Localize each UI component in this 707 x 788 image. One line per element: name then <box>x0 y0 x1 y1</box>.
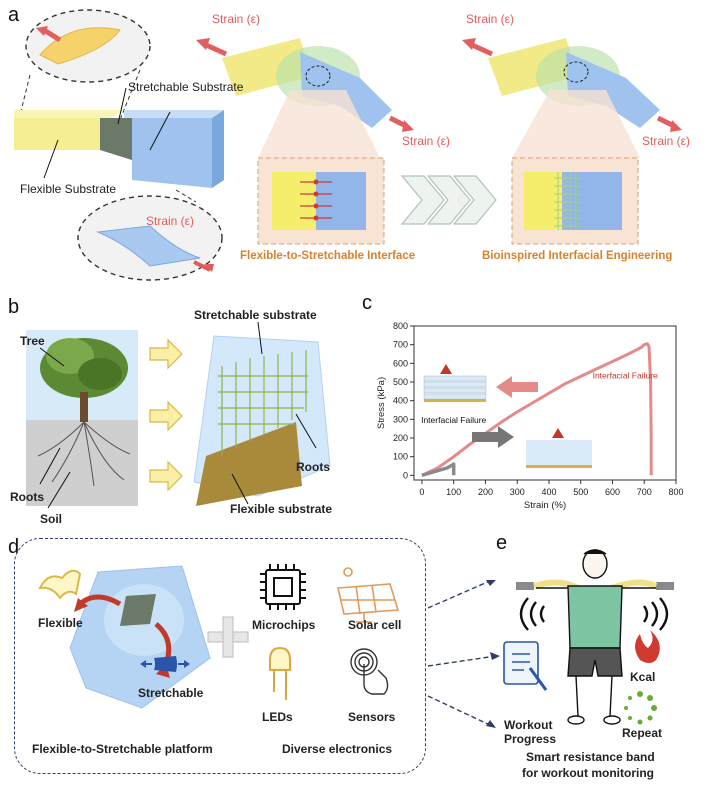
flexible-substrate-label-b: Flexible substrate <box>230 502 333 516</box>
series-line-2 <box>421 462 456 477</box>
sample-base <box>424 399 486 402</box>
y-tick-label: 200 <box>393 433 408 443</box>
sensors-label: Sensors <box>348 710 396 724</box>
x-tick-label: 600 <box>605 487 620 497</box>
chevron-arrows-icon <box>400 175 497 225</box>
repeat-icon <box>624 691 657 725</box>
annotation-1: Interfacial Failure <box>593 370 658 380</box>
stretchable-substrate-label: Stretchable Substrate <box>128 80 244 94</box>
sensor-icon <box>350 648 389 695</box>
panel-label-d: d <box>8 536 20 558</box>
diverse-electronics-label: Diverse electronics <box>282 742 393 756</box>
caption-line-2: for workout monitoring <box>522 766 654 780</box>
panel-b-illustration <box>26 321 331 509</box>
interface-right-caption: Bioinspired Interfacial Engineering <box>482 250 673 262</box>
stretchable-substrate-label-b: Stretchable substrate <box>194 308 317 322</box>
leds-label: LEDs <box>262 710 293 724</box>
strain-label-mid-top: Strain (ε) <box>212 12 261 26</box>
strain-label-right-top: Strain (ε) <box>466 12 515 26</box>
arrow-icons <box>149 338 183 492</box>
workout-progress-label-2: Progress <box>504 732 557 746</box>
tree-label: Tree <box>20 334 45 348</box>
panel-label-a: a <box>8 4 20 26</box>
roots-icon <box>37 421 131 487</box>
y-axis-label: Stress (kPa) <box>376 377 387 429</box>
bonded-sample-icon <box>423 375 487 400</box>
solar-cell-label: Solar cell <box>348 618 402 632</box>
x-tick-label: 700 <box>637 487 652 497</box>
plus-icon <box>207 616 249 658</box>
x-tick-label: 300 <box>510 487 525 497</box>
x-tick-label: 0 <box>419 487 424 497</box>
stretchable-label: Stretchable <box>138 686 204 700</box>
tree-icon <box>40 338 128 422</box>
y-tick-label: 0 <box>403 470 408 480</box>
clipboard-icon <box>503 641 548 691</box>
panel-label-c: c <box>362 292 372 314</box>
soil-background <box>26 420 138 506</box>
detached-sample-icon <box>526 440 592 468</box>
detached-force-arrow-icon <box>552 428 564 438</box>
force-arrow-icon <box>440 364 452 374</box>
workout-progress-label-1: Workout <box>504 718 553 732</box>
annotation-2: Interfacial Failure <box>421 415 486 425</box>
y-tick-label: 500 <box>393 377 408 387</box>
x-tick-label: 500 <box>573 487 588 497</box>
roots-left-label: Roots <box>10 490 44 504</box>
strain-label-bottom: Strain (ε) <box>146 214 195 228</box>
stretchable-substrate-block <box>132 118 212 188</box>
y-tick-label: 300 <box>393 414 408 424</box>
panel-d-frame <box>14 538 426 774</box>
roots-right-label: Roots <box>296 460 330 474</box>
x-tick-label: 400 <box>541 487 556 497</box>
detached-base <box>526 465 592 468</box>
x-axis-label: Strain (%) <box>524 500 566 511</box>
right-arrow-icon <box>472 426 514 448</box>
x-tick-label: 100 <box>446 487 461 497</box>
solar-cell-icon <box>337 567 400 623</box>
flexible-substrate-sheet <box>196 422 302 506</box>
kcal-label: Kcal <box>630 670 656 684</box>
interface-block <box>100 118 132 160</box>
person-icon <box>536 549 656 725</box>
connector-arrows <box>427 579 500 728</box>
led-icon <box>269 646 291 700</box>
stress-strain-chart: 0 100 200 300 400 500 600 700 800 0 100 200 300 400 50… <box>376 321 684 511</box>
plot-frame <box>413 325 677 481</box>
flexible-substrate-label: Flexible Substrate <box>20 182 117 196</box>
flexible-shape-icon <box>38 569 82 600</box>
microchip-icon <box>260 564 306 610</box>
y-tick-label: 100 <box>393 452 408 462</box>
signal-waves-icon <box>519 597 669 631</box>
caption-line-1: Smart resistance band <box>526 750 655 764</box>
microchips-label: Microchips <box>252 618 316 632</box>
root-mesh-icon <box>554 172 582 230</box>
soil-label: Soil <box>40 512 63 526</box>
panel-e-illustration <box>503 549 674 725</box>
platform-label: Flexible-to-Stretchable platform <box>32 742 213 756</box>
root-fibers-icon <box>218 350 308 456</box>
y-tick-label: 700 <box>393 340 408 350</box>
y-tick-label: 600 <box>393 358 408 368</box>
interface-left-caption: Flexible-to-Stretchable Interface <box>240 250 416 262</box>
strain-arrows-icon <box>300 179 332 221</box>
strain-label-mid-bottom: Strain (ε) <box>402 134 451 148</box>
flexible-label: Flexible <box>38 616 83 630</box>
panel-a-illustration <box>14 9 682 281</box>
flame-icon <box>635 630 660 663</box>
y-tick-label: 400 <box>393 396 408 406</box>
x-tick-label: 800 <box>668 487 683 497</box>
x-tick-label: 200 <box>478 487 493 497</box>
flexible-substrate-block <box>14 118 110 150</box>
strain-label-right-bottom: Strain (ε) <box>642 134 691 148</box>
stretchable-shape-icon <box>140 656 190 672</box>
stretchable-sheet-icon <box>96 225 201 267</box>
panel-d-illustration <box>38 564 400 709</box>
repeat-label: Repeat <box>622 726 663 740</box>
left-arrow-icon <box>496 376 538 398</box>
y-tick-label: 800 <box>393 321 408 331</box>
panel-label-b: b <box>8 296 20 318</box>
panel-label-e: e <box>496 532 508 554</box>
